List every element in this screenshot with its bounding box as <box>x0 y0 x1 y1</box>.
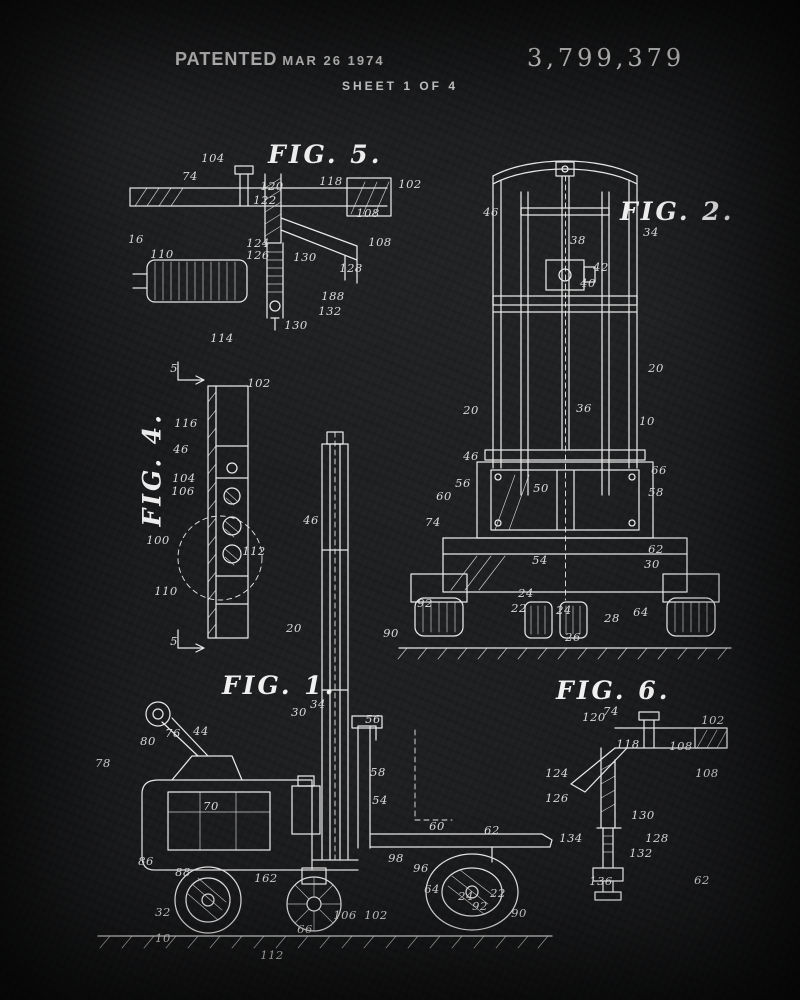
fig1-drawing <box>97 431 553 949</box>
fig2-label: FIG. 2. <box>620 197 735 226</box>
patented-label: PATENTED <box>175 49 278 69</box>
fig2-drawing <box>397 160 732 660</box>
fig6-label: FIG. 6. <box>556 676 671 705</box>
patent-number: 3,799,379 <box>527 44 686 72</box>
patented-date-line: PATENTED MAR 26 1974 <box>175 49 385 70</box>
fig4-drawing <box>177 361 263 653</box>
fig6-drawing <box>570 711 728 901</box>
sheet-label: SHEET 1 OF 4 <box>341 79 459 93</box>
fig1-label: FIG. 1. <box>222 671 337 700</box>
patented-date: MAR 26 1974 <box>282 53 385 68</box>
fig5-label: FIG. 5. <box>268 140 383 169</box>
fig4-label: FIG. 4. <box>137 412 167 527</box>
fig5-drawing <box>129 165 392 331</box>
